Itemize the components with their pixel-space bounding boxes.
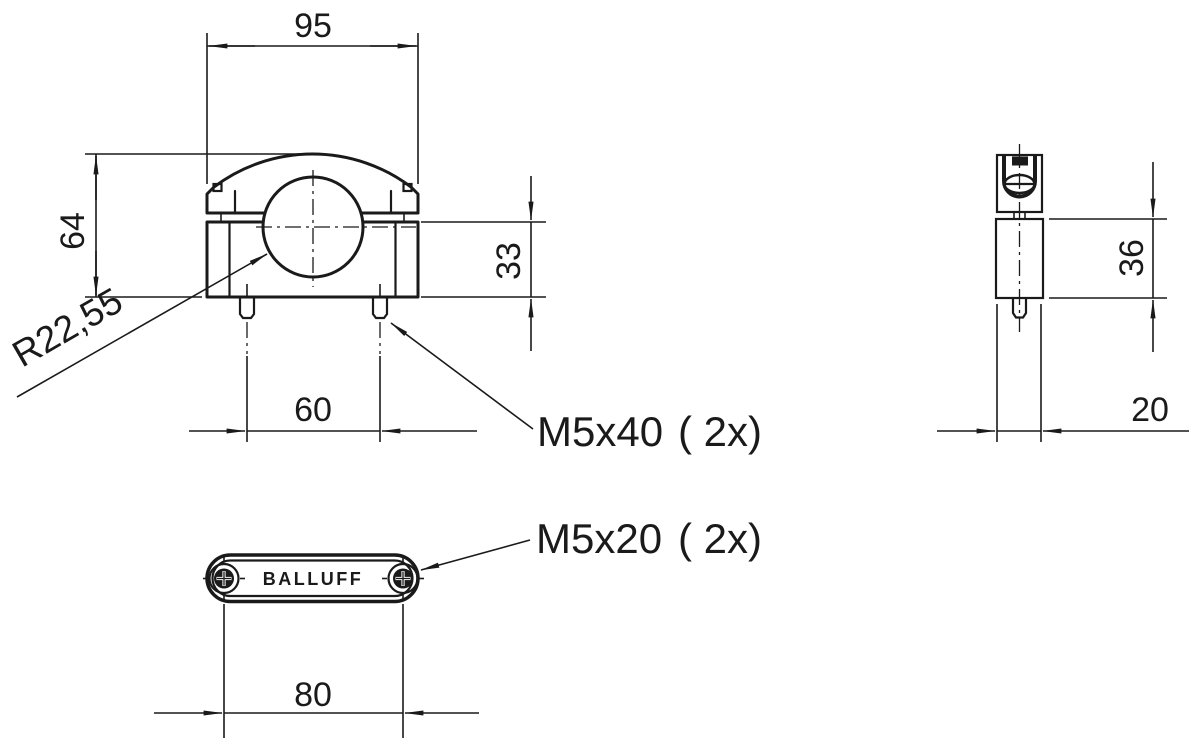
- cap-right-tab: [402, 182, 413, 193]
- dim-20-text: 20: [1131, 391, 1169, 429]
- radius-callout: R22,55: [6, 253, 268, 398]
- dimension-base-height-33: 33: [421, 176, 546, 351]
- m5x40-qty-text: ( 2x): [678, 408, 762, 455]
- side-view: [994, 144, 1045, 332]
- dim-33-text: 33: [490, 242, 528, 280]
- plate-screw-left: [203, 557, 245, 600]
- bottom-view: BALLUFF: [203, 553, 424, 604]
- dim-95-text: 95: [294, 7, 332, 45]
- dim-64-text: 64: [54, 212, 92, 250]
- clamp-base-outline: [205, 220, 420, 299]
- side-cap-slot: [1012, 156, 1028, 166]
- screw-callout-m5x20: M5x20 ( 2x): [420, 515, 762, 571]
- front-view: [205, 152, 420, 354]
- side-base-block: [994, 217, 1045, 300]
- screw-callout-m5x40: M5x40 ( 2x): [390, 322, 762, 455]
- clamp-cap-outline: [205, 152, 420, 215]
- dimension-side-height-36: 36: [1049, 162, 1167, 352]
- dimension-side-width-20: 20: [937, 304, 1189, 442]
- m5x40-text: M5x40: [537, 408, 663, 455]
- m5x20-text: M5x20: [536, 515, 662, 562]
- radius-text: R22,55: [6, 280, 130, 375]
- stud-right: [371, 295, 389, 320]
- dimension-stud-spacing-60: 60: [189, 356, 477, 442]
- dimension-height-64: 64: [54, 153, 311, 298]
- plate-screw-right: [382, 557, 424, 600]
- dim-60-text: 60: [294, 391, 332, 429]
- side-stud: [1011, 296, 1028, 319]
- brand-logo-text: BALLUFF: [263, 569, 363, 589]
- cap-left-tab: [212, 182, 223, 193]
- dimension-plate-spacing-80: 80: [154, 604, 479, 738]
- dim-36-text: 36: [1113, 239, 1151, 277]
- m5x20-qty-text: ( 2x): [678, 515, 762, 562]
- dimension-width-95: 95: [206, 7, 419, 184]
- dim-80-text: 80: [294, 676, 332, 714]
- stud-left: [238, 295, 256, 320]
